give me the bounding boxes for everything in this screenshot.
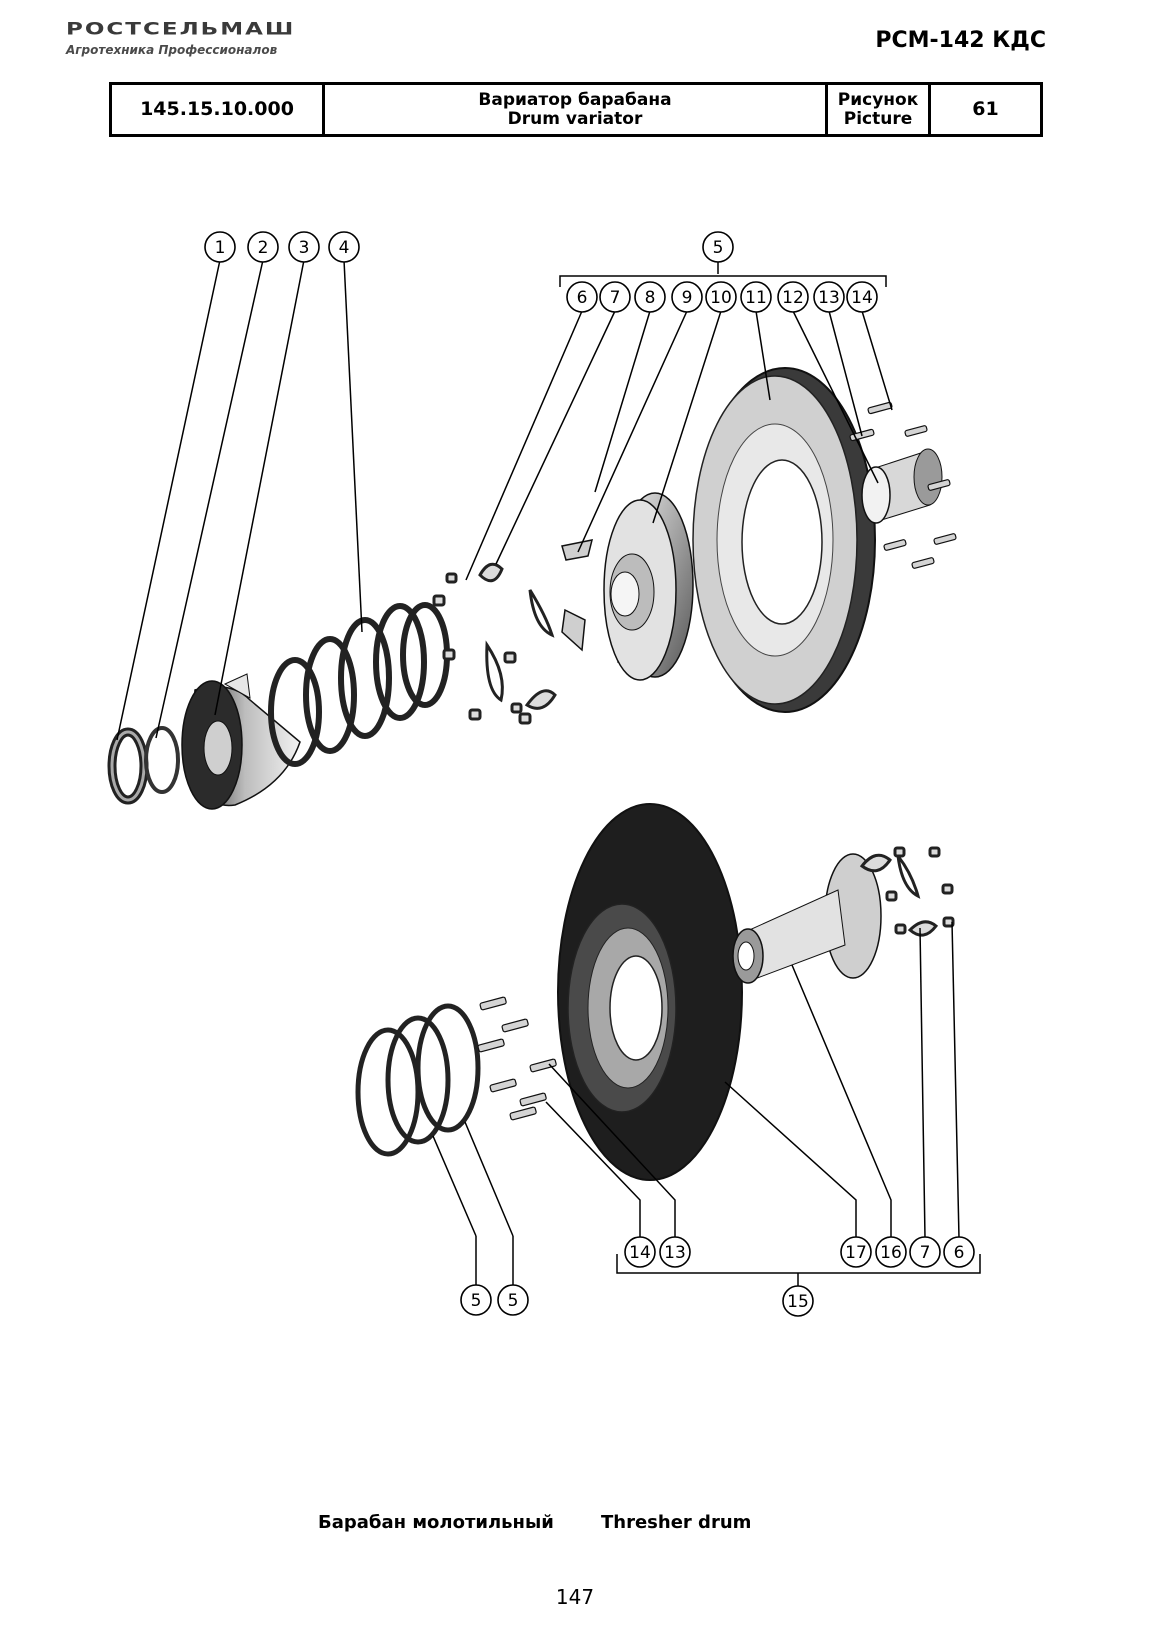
callout-circle — [247, 231, 279, 263]
callouts-bottom: 14 13 17 16 7 6 15 5 5 — [460, 1236, 975, 1317]
picture-number: 61 — [928, 82, 1043, 137]
model-name: РСМ-142 КДС — [875, 28, 1046, 53]
bolts-bottom — [477, 996, 557, 1121]
caption-en: Thresher drum — [601, 1512, 752, 1533]
callout-circle — [599, 281, 631, 313]
shaft-part — [732, 853, 882, 984]
callout-label: 9 — [682, 288, 693, 308]
callout-label: 14 — [629, 1243, 651, 1263]
rings-bottom — [355, 1003, 481, 1157]
sleeve-part — [861, 448, 943, 524]
callout-label: 5 — [508, 1291, 519, 1311]
assembly-code: 145.15.10.000 — [109, 82, 325, 137]
picture-label-en: Picture — [843, 108, 913, 129]
callout-circle — [740, 281, 772, 313]
picture-label-ru: Рисунок — [837, 89, 919, 110]
callout-circle — [460, 1284, 492, 1316]
callout-label: 4 — [339, 238, 350, 258]
brand-name: РОСТСЕЛЬМАШ — [66, 20, 296, 39]
callout-circle — [846, 281, 878, 313]
callout-circle — [705, 281, 737, 313]
callout-label: 16 — [880, 1243, 902, 1263]
callout-circle — [813, 281, 845, 313]
callout-circle — [659, 1236, 691, 1268]
page-number: 147 — [555, 1585, 595, 1609]
callout-circle — [782, 1285, 814, 1317]
callout-label: 8 — [645, 288, 656, 308]
callout-label: 12 — [782, 288, 804, 308]
callout-circle — [840, 1236, 872, 1268]
disc-part — [692, 367, 876, 713]
callout-label: 1 — [215, 238, 226, 258]
callout-label: 10 — [710, 288, 732, 308]
hub-part — [603, 492, 694, 681]
callout-label: 7 — [920, 1243, 931, 1263]
assembly-name-en: Drum variator — [507, 108, 643, 129]
callout-circle — [634, 281, 666, 313]
picture-label: Рисунок Picture — [825, 82, 931, 137]
retaining-ring-part — [144, 726, 180, 794]
callout-label: 6 — [954, 1243, 965, 1263]
link-plates — [432, 562, 557, 725]
callout-label: 17 — [845, 1243, 867, 1263]
callout-label: 11 — [745, 288, 767, 308]
title-block: 145.15.10.000 Вариатор барабана Drum var… — [109, 82, 1043, 137]
callout-circle — [777, 281, 809, 313]
callout-label: 2 — [258, 238, 269, 258]
callout-circle — [328, 231, 360, 263]
nut-part — [107, 727, 149, 805]
cone-part — [181, 673, 301, 810]
callout-circle — [497, 1284, 529, 1316]
callout-label: 13 — [818, 288, 840, 308]
callout-circle — [943, 1236, 975, 1268]
callout-circle — [288, 231, 320, 263]
callout-label: 14 — [851, 288, 873, 308]
callout-circle — [671, 281, 703, 313]
callout-label: 3 — [299, 238, 310, 258]
callout-circle — [624, 1236, 656, 1268]
callout-label: 6 — [577, 288, 588, 308]
leader-lines-bottom — [432, 921, 981, 1286]
callout-circle — [875, 1236, 907, 1268]
callout-label: 5 — [713, 238, 724, 258]
caption-ru: Барабан молотильный — [318, 1512, 554, 1533]
callout-label: 5 — [471, 1291, 482, 1311]
link-plates-bottom — [859, 846, 955, 937]
leader-lines-top — [116, 259, 893, 741]
callout-label: 13 — [664, 1243, 686, 1263]
brand-tagline: Агротехника Профессионалов — [66, 43, 278, 57]
brand-logo: РОСТСЕЛЬМАШ Агротехника Профессионалов — [66, 20, 295, 57]
drum-disc — [557, 803, 743, 1181]
callout-circle — [702, 231, 734, 263]
callout-label: 7 — [610, 288, 621, 308]
assembly-name-ru: Вариатор барабана — [478, 89, 672, 110]
callout-circle — [909, 1236, 941, 1268]
assembly-name: Вариатор барабана Drum variator — [322, 82, 828, 137]
callout-circle — [566, 281, 598, 313]
callout-circle — [204, 231, 236, 263]
callout-label: 15 — [787, 1292, 809, 1312]
